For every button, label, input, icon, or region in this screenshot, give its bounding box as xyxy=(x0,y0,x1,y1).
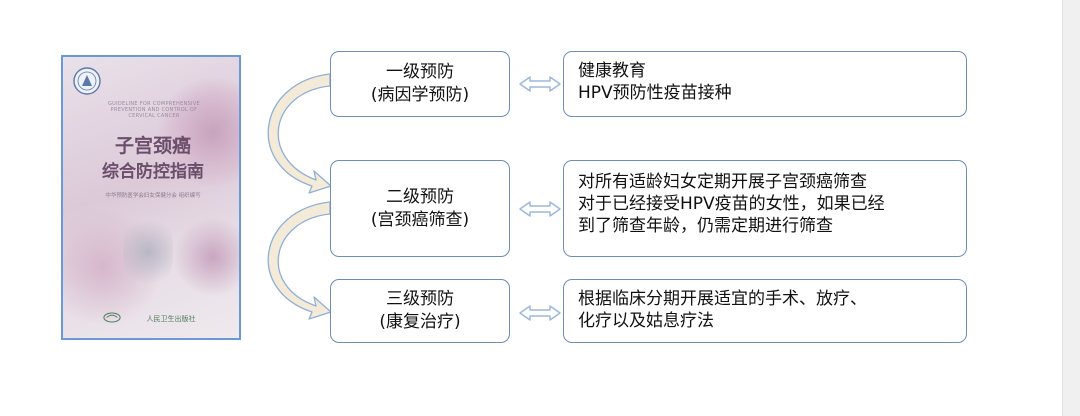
vertical-scrollbar[interactable] xyxy=(1062,0,1080,416)
desc-line: 根据临床分期开展适宜的手术、放疗、 xyxy=(578,289,867,309)
curved-arrow-icon xyxy=(267,73,332,194)
desc-line: 对所有适龄妇女定期开展子宫颈癌筛查 xyxy=(578,172,867,192)
level-sub: (宫颈癌筛查) xyxy=(370,209,470,230)
cover-publisher: 人民卫生出版社 xyxy=(146,315,196,323)
level-name: 二级预防 xyxy=(386,186,454,207)
desc-line: 健康教育 xyxy=(578,61,646,81)
curved-arrow-icon xyxy=(267,201,332,320)
double-arrow-icon xyxy=(519,76,561,92)
double-arrow-icon xyxy=(519,305,561,321)
desc-line: 对于已经接受HPV疫苗的女性，如果已经 xyxy=(578,194,885,214)
double-arrow-icon xyxy=(519,201,561,217)
level-sub: (康复治疗) xyxy=(379,312,461,332)
desc-box-secondary: 对所有适龄妇女定期开展子宫颈癌筛查 对于已经接受HPV疫苗的女性，如果已经 到了… xyxy=(563,160,967,257)
desc-line: 化疗以及姑息疗法 xyxy=(578,311,714,331)
desc-line: HPV预防性疫苗接种 xyxy=(578,83,732,103)
cover-title-line2: 综合防控指南 xyxy=(102,162,204,182)
cover-english-title: GUIDELINE FOR COMPREHENSIVE PREVENTION A… xyxy=(107,101,201,119)
level-sub: (病因学预防) xyxy=(370,85,470,105)
level-box-secondary: 二级预防 (宫颈癌筛查) xyxy=(330,160,510,257)
level-name: 一级预防 xyxy=(386,62,454,82)
publisher-logo-icon xyxy=(103,312,121,323)
level-name: 三级预防 xyxy=(386,289,454,309)
cover-editor: 中华预防医学会妇女保健分会 组织编写 xyxy=(105,193,201,199)
desc-box-tertiary: 根据临床分期开展适宜的手术、放疗、 化疗以及姑息疗法 xyxy=(563,279,967,343)
desc-box-primary: 健康教育 HPV预防性疫苗接种 xyxy=(563,51,967,117)
level-box-tertiary: 三级预防 (康复治疗) xyxy=(330,279,510,343)
desc-line: 到了筛查年龄，仍需定期进行筛查 xyxy=(578,216,833,236)
emblem-icon xyxy=(73,67,101,95)
level-box-primary: 一级预防 (病因学预防) xyxy=(330,51,510,117)
cover-title-line1: 子宫颈癌 xyxy=(114,135,191,157)
book-cover-image: GUIDELINE FOR COMPREHENSIVE PREVENTION A… xyxy=(61,55,241,340)
